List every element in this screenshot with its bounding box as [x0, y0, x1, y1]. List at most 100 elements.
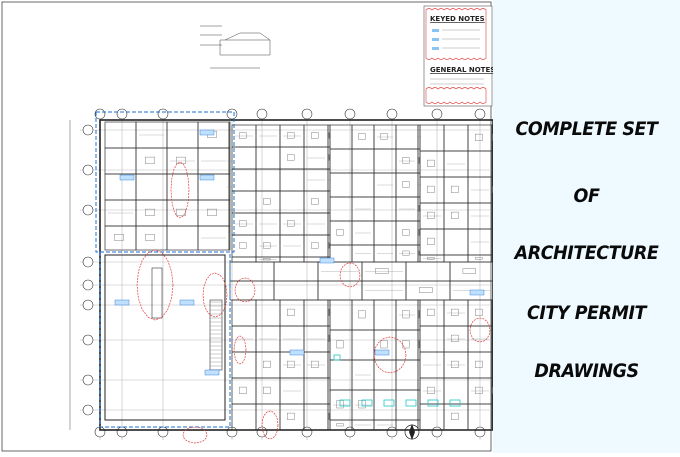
floor-plan-svg: KEYED NOTES GENERAL NOTES	[0, 0, 493, 453]
fixture	[239, 133, 246, 139]
fixture	[114, 234, 123, 240]
fixture	[427, 238, 434, 245]
grid-bubble	[345, 427, 355, 437]
highlight-mark	[384, 400, 394, 406]
room-tag	[205, 370, 219, 375]
grid-bubble	[387, 427, 397, 437]
fixture	[403, 181, 410, 187]
fixture	[403, 251, 410, 255]
fixture	[287, 133, 294, 139]
fixture	[427, 212, 434, 219]
headline-line-2: OF	[500, 185, 672, 207]
fixture	[263, 243, 270, 249]
grid-bubble	[432, 109, 442, 119]
room	[352, 300, 374, 330]
grid-bubble	[117, 427, 127, 437]
fixture	[287, 361, 294, 368]
room	[444, 203, 468, 229]
headline-line-1: COMPLETE SET	[500, 118, 672, 140]
grid-bubble	[475, 427, 485, 437]
fixture	[427, 186, 434, 193]
fixture	[311, 361, 318, 368]
fixture	[375, 269, 388, 274]
room	[444, 255, 468, 262]
keyed-notes-title: KEYED NOTES	[430, 15, 485, 23]
room	[374, 197, 396, 221]
concrete-pad-detail	[200, 26, 270, 68]
room	[352, 149, 374, 173]
fixture	[329, 413, 330, 420]
room	[406, 281, 450, 300]
room	[280, 300, 304, 326]
room	[396, 330, 418, 360]
architectural-floor-plan: KEYED NOTES GENERAL NOTES	[0, 0, 493, 453]
room	[105, 122, 136, 148]
fixture	[263, 387, 270, 394]
room	[304, 300, 328, 326]
grid-bubble	[83, 165, 93, 175]
room	[304, 378, 328, 404]
fixture	[403, 229, 410, 235]
room-tag	[290, 350, 304, 355]
fixture	[427, 160, 434, 167]
room	[330, 330, 352, 360]
room	[420, 151, 444, 177]
room	[374, 149, 396, 173]
room	[256, 378, 280, 404]
room	[274, 262, 318, 281]
room	[420, 229, 444, 255]
grid-bubble	[83, 300, 93, 310]
fixture	[427, 387, 434, 394]
room	[374, 360, 396, 390]
fixture	[419, 341, 420, 349]
room	[396, 420, 418, 430]
room	[304, 404, 328, 430]
fixture	[145, 157, 154, 164]
fixture	[419, 229, 420, 235]
fixture	[287, 221, 294, 227]
grid-bubble	[302, 109, 312, 119]
fixture	[475, 134, 482, 141]
room	[330, 173, 352, 197]
grid-bubble	[117, 109, 127, 119]
fixture	[287, 309, 294, 316]
fixture	[239, 387, 246, 394]
room	[330, 197, 352, 221]
room	[420, 125, 444, 151]
room	[450, 262, 493, 281]
fixture	[381, 133, 388, 139]
fixture	[451, 212, 458, 219]
grid-bubble	[432, 427, 442, 437]
room	[396, 125, 418, 149]
revision-cloud	[171, 162, 189, 218]
grid-bubble	[83, 125, 93, 135]
revision-cloud	[203, 273, 227, 317]
room	[198, 200, 229, 226]
room	[374, 221, 396, 245]
room	[136, 200, 167, 226]
fixture	[403, 311, 410, 319]
stair	[210, 300, 222, 370]
grid-bubble	[257, 109, 267, 119]
room	[229, 122, 230, 148]
north-arrow-icon	[409, 424, 415, 440]
highlight-mark	[450, 400, 460, 406]
room	[232, 147, 256, 169]
room	[256, 191, 280, 213]
room	[420, 177, 444, 203]
revision-cloud	[235, 278, 255, 302]
room	[232, 169, 256, 191]
large-room	[105, 255, 225, 420]
room	[105, 226, 136, 250]
room	[420, 300, 444, 326]
room-tag	[115, 300, 129, 305]
fixture	[475, 361, 482, 368]
fixture	[451, 309, 458, 316]
fixture	[359, 311, 366, 319]
fixture	[239, 221, 246, 227]
notes-block: KEYED NOTES GENERAL NOTES	[424, 6, 493, 106]
headline-line-3: ARCHITECTURE	[500, 242, 672, 264]
revision-cloud	[262, 411, 278, 439]
fixture	[337, 424, 344, 427]
fixture	[263, 361, 270, 368]
